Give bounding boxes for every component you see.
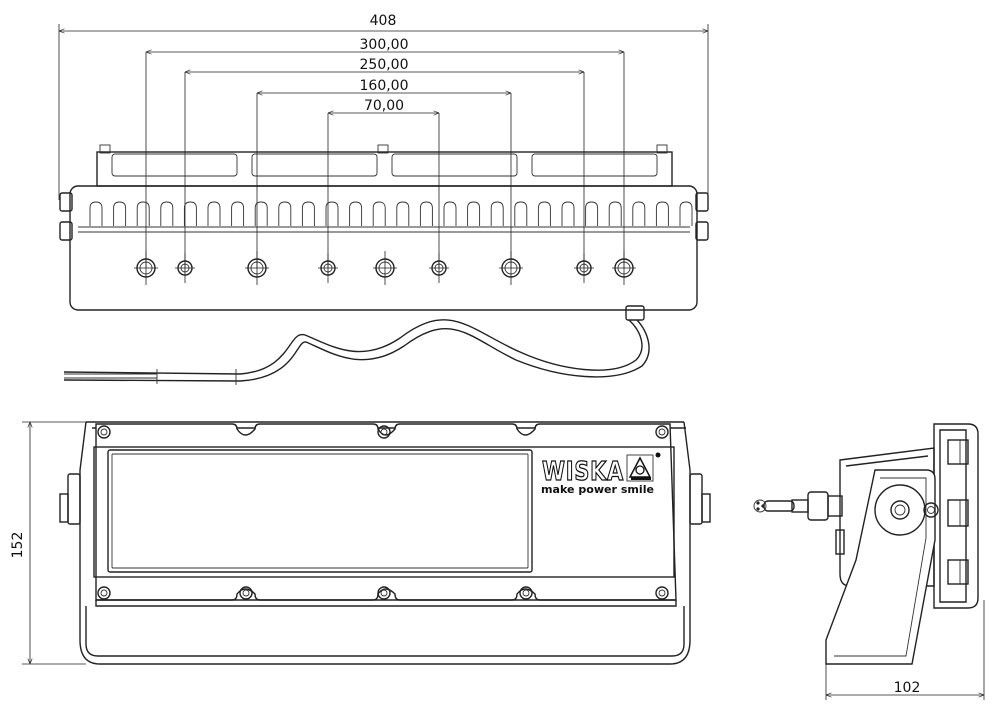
front-screws	[97, 425, 669, 600]
cooling-fin	[160, 201, 174, 226]
dimension-408: 408	[58, 13, 709, 200]
dimension-label-102: 102	[894, 680, 921, 696]
screw	[377, 425, 391, 439]
screw-head	[380, 428, 388, 436]
top-lens-plates	[96, 144, 673, 187]
side-view: 102	[753, 423, 985, 700]
cooling-fin	[419, 201, 433, 226]
cooling-fin	[608, 201, 622, 226]
cooling-fin	[136, 201, 150, 226]
logo-brand-text: WISKA	[542, 457, 624, 487]
cooling-fin	[183, 201, 197, 226]
cooling-fin	[278, 201, 292, 226]
cooling-fin	[325, 201, 339, 226]
cooling-fins	[89, 201, 693, 226]
lens-window	[107, 449, 533, 573]
screw-head	[100, 428, 108, 436]
screw-head	[380, 589, 388, 597]
cooling-fin	[89, 201, 103, 226]
dimension-label-152: 152	[10, 532, 26, 559]
top-view: 408 300,00 250,00 160,00 70,00	[58, 13, 709, 385]
mounting-holes	[134, 251, 636, 285]
cooling-fin	[655, 201, 669, 226]
cooling-fin	[467, 201, 481, 226]
cooling-fin	[585, 201, 599, 226]
dimension-label-70: 70,00	[364, 98, 404, 114]
cooling-fin	[301, 201, 315, 226]
screw	[655, 425, 669, 439]
screw-head	[522, 589, 530, 597]
screw-head	[658, 589, 666, 597]
screw	[239, 586, 253, 600]
cooling-fin	[396, 201, 410, 226]
front-view: 152 WISKA make power smile	[10, 421, 711, 665]
cooling-fin	[231, 201, 245, 226]
cooling-fin	[349, 201, 363, 226]
screw	[97, 586, 111, 600]
cooling-fin	[537, 201, 551, 226]
cooling-fin	[372, 201, 386, 226]
cooling-fin	[113, 201, 127, 226]
wiska-logo: WISKA make power smile	[541, 452, 661, 496]
dimension-102: 102	[825, 600, 985, 700]
dimension-160: 160,00	[256, 78, 512, 268]
dimension-label-408: 408	[370, 13, 397, 29]
screw-head	[100, 589, 108, 597]
dimension-label-250: 250,00	[360, 57, 409, 73]
mounting-bracket	[825, 469, 936, 665]
dimension-250: 250,00	[184, 57, 585, 268]
screw-head	[658, 428, 666, 436]
top-housing	[59, 185, 709, 311]
screw-head	[242, 589, 250, 597]
dimension-label-160: 160,00	[360, 78, 409, 94]
screw	[655, 586, 669, 600]
logo-tagline: make power smile	[541, 483, 654, 496]
dimension-label-300: 300,00	[360, 37, 409, 53]
cooling-fin	[254, 201, 268, 226]
cooling-fin	[632, 201, 646, 226]
cooling-fin	[514, 201, 528, 226]
cooling-fin	[207, 201, 221, 226]
screw	[377, 586, 391, 600]
cooling-fin	[679, 201, 693, 226]
cooling-fin	[490, 201, 504, 226]
cooling-fin	[443, 201, 457, 226]
cooling-fin	[561, 201, 575, 226]
dimension-152: 152	[10, 421, 86, 665]
cable-assembly	[63, 305, 650, 385]
dimension-70: 70,00	[327, 98, 440, 268]
screw	[97, 425, 111, 439]
screw	[519, 586, 533, 600]
